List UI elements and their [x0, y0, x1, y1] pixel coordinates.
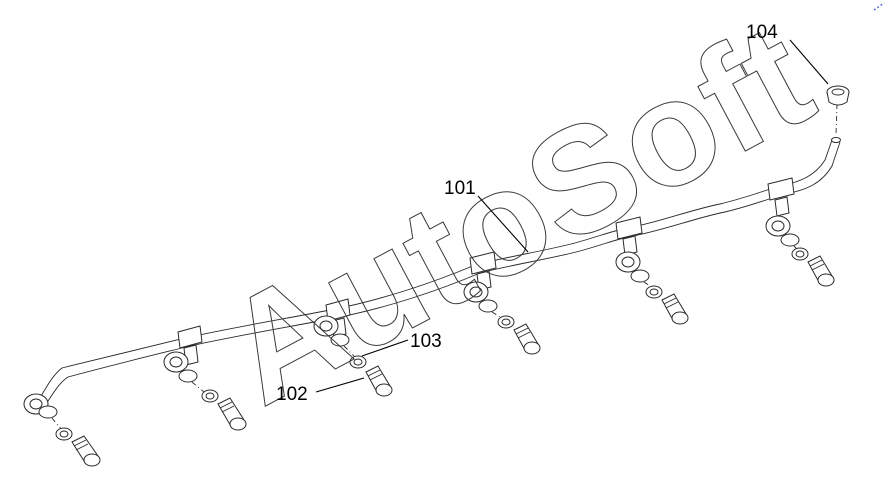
corner-mark	[873, 2, 885, 11]
banjo-station-0	[23, 393, 101, 467]
callout-leaders	[315, 39, 829, 393]
leader-103	[361, 339, 409, 357]
banjo-station-3	[463, 281, 541, 355]
banjo-station-2	[313, 315, 393, 397]
tee-4	[615, 216, 643, 256]
watermark: AutoSoft	[198, 0, 837, 437]
callout-label-102[interactable]: 102	[276, 384, 308, 405]
callout-labels: 101 102 103 104	[276, 22, 778, 405]
cap-104	[826, 85, 850, 135]
leader-102	[315, 377, 365, 393]
tee-5	[767, 177, 795, 217]
banjo-station-4	[615, 251, 689, 325]
leader-101	[477, 195, 529, 253]
callout-label-103[interactable]: 103	[410, 331, 442, 352]
callout-label-104[interactable]: 104	[746, 22, 778, 43]
watermark-text: AutoSoft	[198, 0, 836, 436]
callout-label-101[interactable]: 101	[444, 178, 476, 199]
banjo-station-1	[163, 351, 247, 431]
pipe-end	[831, 137, 841, 143]
banjo-station-5	[765, 215, 835, 287]
leader-104	[789, 39, 829, 85]
